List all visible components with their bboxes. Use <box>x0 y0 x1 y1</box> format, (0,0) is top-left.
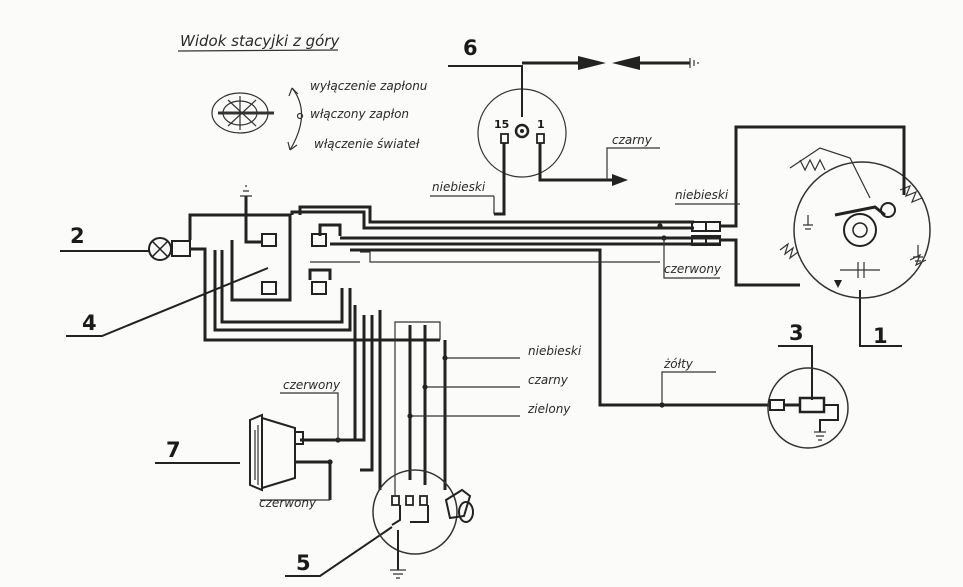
arrow-down-icon <box>287 141 298 151</box>
wire-label-niebieski-left: niebieski <box>432 180 486 194</box>
terminal-1-label: 1 <box>537 118 545 131</box>
callout-5: 5 <box>296 551 311 575</box>
harness-bundle <box>290 205 770 407</box>
headlamp <box>249 413 304 492</box>
wire-label-czerwony-lower: czerwony <box>259 496 317 510</box>
callout-2: 2 <box>70 224 85 248</box>
callout-3: 3 <box>789 321 804 345</box>
ground-icon <box>834 280 842 288</box>
arrow-right-icon <box>578 56 606 70</box>
legend-ignition-on: włączony zapłon <box>310 107 409 121</box>
ground-icon <box>803 215 813 230</box>
arrow-right-icon <box>612 174 628 186</box>
regulator <box>767 367 849 449</box>
arrow-up-icon <box>288 87 299 97</box>
ground-icon <box>913 245 923 262</box>
wire-label-czarny-low: czarny <box>528 373 569 387</box>
ground-icon <box>390 569 406 579</box>
wire-label-czerwony-upper: czerwony <box>283 378 341 392</box>
terminal-15-wire <box>494 143 506 216</box>
wire-label-zielony: zielony <box>527 402 571 416</box>
ground-icon <box>689 58 699 68</box>
callout-6-leader <box>448 65 523 117</box>
wire-label-zolty: żółty <box>663 357 694 371</box>
wire-label-niebieski-low: niebieski <box>528 344 582 358</box>
callout-3-leader <box>778 345 813 400</box>
ignition-switch-icon <box>211 92 274 134</box>
wire-label-czarny-top: czarny <box>612 133 653 147</box>
title-underline <box>177 49 339 52</box>
terminal-15-label: 15 <box>494 118 509 131</box>
wire-label-czerwony-mid: czerwony <box>664 262 722 276</box>
callout-4-leader <box>66 267 269 337</box>
callout-1: 1 <box>873 324 888 348</box>
arrow-left-icon <box>612 56 640 70</box>
position-dot <box>296 112 304 120</box>
light-switch <box>372 469 474 579</box>
wire-label-niebieski-right: niebieski <box>675 188 729 202</box>
bulb-icon <box>148 237 191 261</box>
generator <box>779 147 931 299</box>
rotation-arc <box>289 87 303 151</box>
callout-5-leader <box>285 526 393 577</box>
legend-ignition-off: wyłączenie zapłonu <box>310 79 428 93</box>
czarny-wire <box>538 143 612 182</box>
callout-1-leader <box>859 290 902 347</box>
legend-lights-on: włączenie świateł <box>314 137 420 151</box>
callout-4: 4 <box>82 311 97 335</box>
callout-7: 7 <box>166 438 181 462</box>
junction-box <box>188 185 440 342</box>
lower-harness <box>300 305 520 495</box>
ground-icon <box>240 185 252 197</box>
ground-icon <box>814 431 826 441</box>
callout-6: 6 <box>463 36 478 60</box>
diagram-title: Widok stacyjki z góry <box>180 32 340 50</box>
